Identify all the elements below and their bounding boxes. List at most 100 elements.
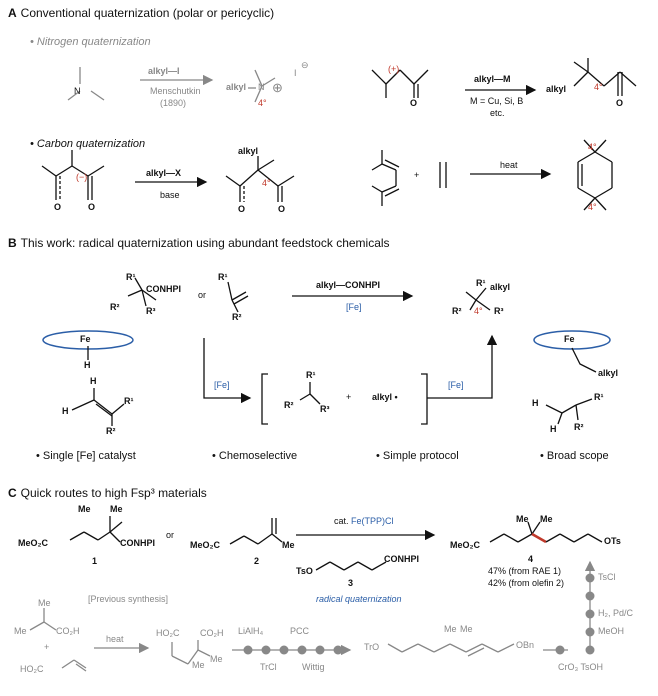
compound-2-label: 2: [254, 556, 260, 566]
or-c: or: [166, 530, 175, 540]
etc-text: etc.: [490, 108, 505, 118]
catalyst-condition: cat. Fe(TPP)Cl: [334, 516, 394, 526]
ammonium-salt: [248, 69, 276, 103]
h-radical-left: H: [532, 398, 539, 408]
menschutkin-name: Menschutkin: [150, 86, 201, 96]
compound-3-label: 3: [348, 578, 354, 588]
carbon-bullet: • Carbon quaternization: [30, 138, 146, 150]
n-atom-ammonium: N: [258, 82, 265, 92]
base-label: base: [160, 190, 180, 200]
diketone-o-1: O: [238, 204, 246, 214]
metal-list: M = Cu, Si, B: [470, 96, 524, 106]
quaternary-c-label-4: 4°: [588, 202, 597, 212]
step-h2-pdc: H₂, Pd/C: [598, 608, 634, 618]
n-atom-amine: N: [74, 86, 81, 96]
me-prev-2b: Me: [210, 654, 223, 664]
ots-4: OTs: [604, 536, 621, 546]
quaternary-product-label: 4°: [474, 306, 483, 316]
diketone-o-2: O: [278, 204, 286, 214]
feature-simple-protocol: • Simple protocol: [376, 450, 459, 462]
acrylic-acid: [61, 659, 87, 672]
r1-rae: R¹: [126, 272, 136, 282]
alkylated-diketone: [225, 156, 295, 202]
conhpi-1: CONHPI: [120, 538, 156, 548]
step-cro3: CrO₃ TsOH: [558, 662, 603, 672]
enolate-o-1: O: [54, 202, 62, 212]
me-prev-2a: Me: [192, 660, 205, 670]
radical-quaternization-label: radical quaternization: [316, 594, 402, 604]
or-b: or: [198, 290, 207, 300]
iodide-ion: I: [294, 68, 297, 78]
cyclohexene: [577, 139, 613, 211]
cycle-arrow-out: [427, 334, 498, 399]
co2h-prev-1: CO₂H: [56, 626, 80, 636]
h-label-left: H: [84, 360, 91, 370]
trityl-intermediate: [387, 643, 515, 657]
heat-label-a: heat: [500, 160, 518, 170]
fe-cycle-label-left: [Fe]: [214, 380, 230, 390]
fe-label-right: Fe: [564, 334, 575, 344]
product-alkyl-2: alkyl: [238, 146, 259, 156]
ho2c-prev-2: HO₂C: [156, 628, 180, 638]
alkyl-product: alkyl: [490, 282, 511, 292]
r1-olefin-lower: R¹: [124, 396, 134, 406]
olefin-2-structure: [229, 518, 283, 545]
plus-sign-c: +: [44, 642, 50, 652]
menschutkin-year: (1890): [160, 98, 187, 108]
r3-product: R³: [494, 306, 504, 316]
r2-rae: R²: [110, 302, 120, 312]
ho2c-prev-1: HO₂C: [20, 664, 44, 674]
previous-synthesis-label: [Previous synthesis]: [88, 594, 169, 604]
r3-radical: R³: [320, 404, 330, 414]
rae-1-structure: [69, 516, 123, 543]
nitrogen-bullet: • Nitrogen quaternization: [30, 36, 151, 48]
rae-structure: [127, 277, 157, 307]
meo2c-4: MeO₂C: [450, 540, 481, 550]
fe-label-left: Fe: [80, 334, 91, 344]
step-pcc: PCC: [290, 626, 310, 636]
step-tscl: TsCl: [598, 572, 616, 582]
me-prev-left: Me: [14, 626, 27, 636]
product-alkyl-1: alkyl: [546, 84, 567, 94]
step-trcl: TrCl: [260, 662, 277, 672]
step-wittig: Wittig: [302, 662, 325, 672]
step-dots: [243, 573, 595, 655]
r1-product: R¹: [476, 278, 486, 288]
r1-radical-right: R¹: [594, 392, 604, 402]
enone-cation: [371, 69, 429, 98]
compound-4-label: 4: [528, 554, 534, 564]
minus-charge: ⊖: [301, 60, 309, 70]
tro-label: TrO: [364, 642, 380, 652]
olefin-structure: [227, 281, 249, 313]
heat-label-c: heat: [106, 634, 124, 644]
r2-radical-right: R²: [574, 422, 584, 432]
yield-from-olefin: 42% (from olefin 2): [488, 578, 565, 588]
radical-scope: [545, 398, 593, 425]
me-4a: Me: [516, 514, 529, 524]
dienophile: [439, 162, 447, 188]
meo2c-2: MeO₂C: [190, 540, 221, 550]
bracket-right: [421, 373, 428, 425]
trimethylamine: [67, 67, 105, 101]
plus-sign-a: +: [414, 170, 420, 180]
feature-single-catalyst: • Single [Fe] catalyst: [36, 450, 136, 462]
me-1a: Me: [78, 504, 91, 514]
product-4-structure: [489, 521, 603, 544]
h-olefin-left: H: [62, 406, 69, 416]
radical-intermediate: [299, 382, 321, 405]
reagent-alkyl-conhpi: alkyl—CONHPI: [316, 280, 381, 290]
conhpi-rae: CONHPI: [146, 284, 182, 294]
r2-radical: R²: [284, 400, 294, 410]
reagent-alkyl-metal: alkyl—M: [474, 74, 511, 84]
feature-chemoselective: • Chemoselective: [212, 450, 298, 462]
tso-3: TsO: [296, 566, 313, 576]
reagent-alkyl-iodide: alkyl—I: [148, 66, 180, 76]
diacid-intermediate: [171, 640, 211, 665]
r2-olefin-lower: R²: [106, 426, 116, 436]
h-radical-bottom: H: [550, 424, 557, 434]
me-prev-3b: Me: [460, 624, 473, 634]
fe-catalyst-label: [Fe]: [346, 302, 362, 312]
